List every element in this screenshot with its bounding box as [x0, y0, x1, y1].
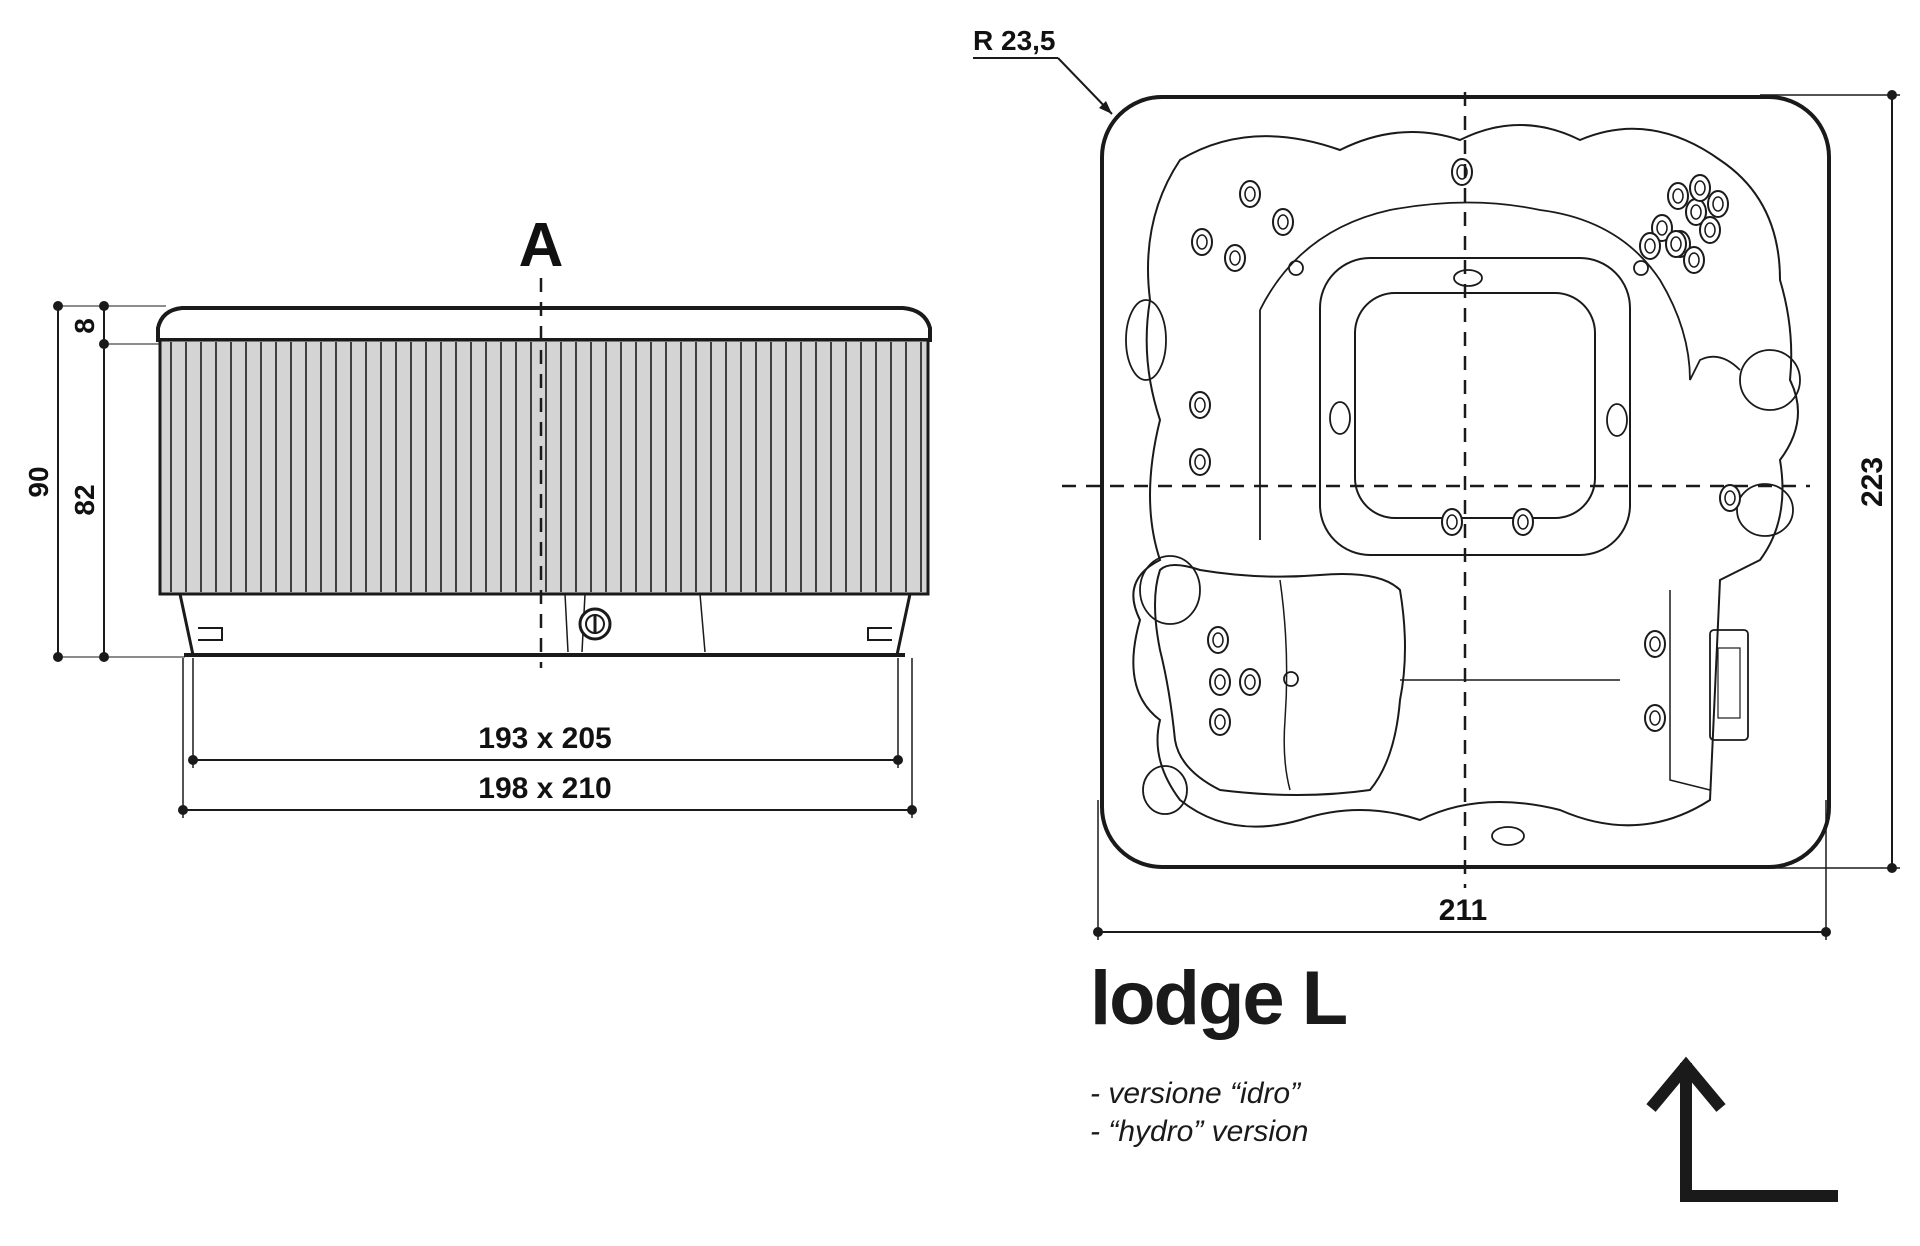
- drain-icon: [578, 607, 612, 641]
- jet-icon: [1207, 626, 1229, 654]
- lounger-seat: [1154, 564, 1406, 796]
- spa-cabinet: [158, 338, 930, 596]
- jet-icon: [1651, 214, 1673, 242]
- width-dimensions: 193 x 205 198 x 210: [178, 658, 917, 818]
- control-panel: [1709, 629, 1749, 741]
- section-label: A: [519, 211, 564, 280]
- jet-icon: [1189, 391, 1211, 419]
- jet-icon: [1667, 182, 1689, 210]
- cabinet-slats: [170, 342, 922, 592]
- dim-top-rim: 8: [69, 318, 100, 334]
- jet-icon: [1451, 158, 1473, 186]
- top-view: R 23,5 211 223: [973, 25, 1900, 940]
- jet-icon: [1191, 228, 1213, 256]
- note-italian: - versione “idro”: [1090, 1077, 1301, 1110]
- jet-icon: [1209, 668, 1231, 696]
- jet-icon: [1689, 174, 1711, 202]
- jet-icon: [1644, 630, 1666, 658]
- jet-icon: [1189, 448, 1211, 476]
- jet-icon: [1441, 508, 1463, 536]
- side-view: A 90 8 82 193 x 205 198 x 210: [23, 211, 932, 818]
- footwell: [1319, 257, 1631, 556]
- dim-outer: 198 x 210: [478, 772, 611, 805]
- jet-icon: [1699, 216, 1721, 244]
- jet-icon: [1644, 704, 1666, 732]
- height-dimensions: 90 8 82: [23, 301, 185, 662]
- dim-body-height: 82: [69, 484, 100, 515]
- note-english: - “hydro” version: [1090, 1115, 1309, 1148]
- product-name: lodge L: [1090, 956, 1348, 1041]
- jets: [1189, 158, 1741, 736]
- jet-icon: [1272, 208, 1294, 236]
- dim-depth: 223: [1856, 457, 1889, 507]
- product-notes: - versione “idro” - “hydro” version: [1090, 1075, 1308, 1151]
- jet-icon: [1209, 708, 1231, 736]
- jet-icon: [1512, 508, 1534, 536]
- spa-rim: [156, 306, 932, 342]
- dim-inner: 193 x 205: [478, 722, 611, 755]
- jet-icon: [1639, 232, 1661, 260]
- jet-icon: [1707, 190, 1729, 218]
- jet-icon: [1224, 244, 1246, 272]
- jet-icon: [1239, 180, 1261, 208]
- jet-icon: [1239, 668, 1261, 696]
- spa-base: [178, 593, 912, 657]
- jet-icon: [1685, 198, 1707, 226]
- radius-label: R 23,5: [973, 25, 1056, 56]
- jet-icon: [1683, 246, 1705, 274]
- dim-total-height: 90: [23, 466, 54, 497]
- orientation-arrow-icon: [1646, 1056, 1838, 1202]
- jet-icon: [1719, 484, 1741, 512]
- jet-icon: [1665, 230, 1687, 258]
- dim-width: 211: [1439, 894, 1487, 927]
